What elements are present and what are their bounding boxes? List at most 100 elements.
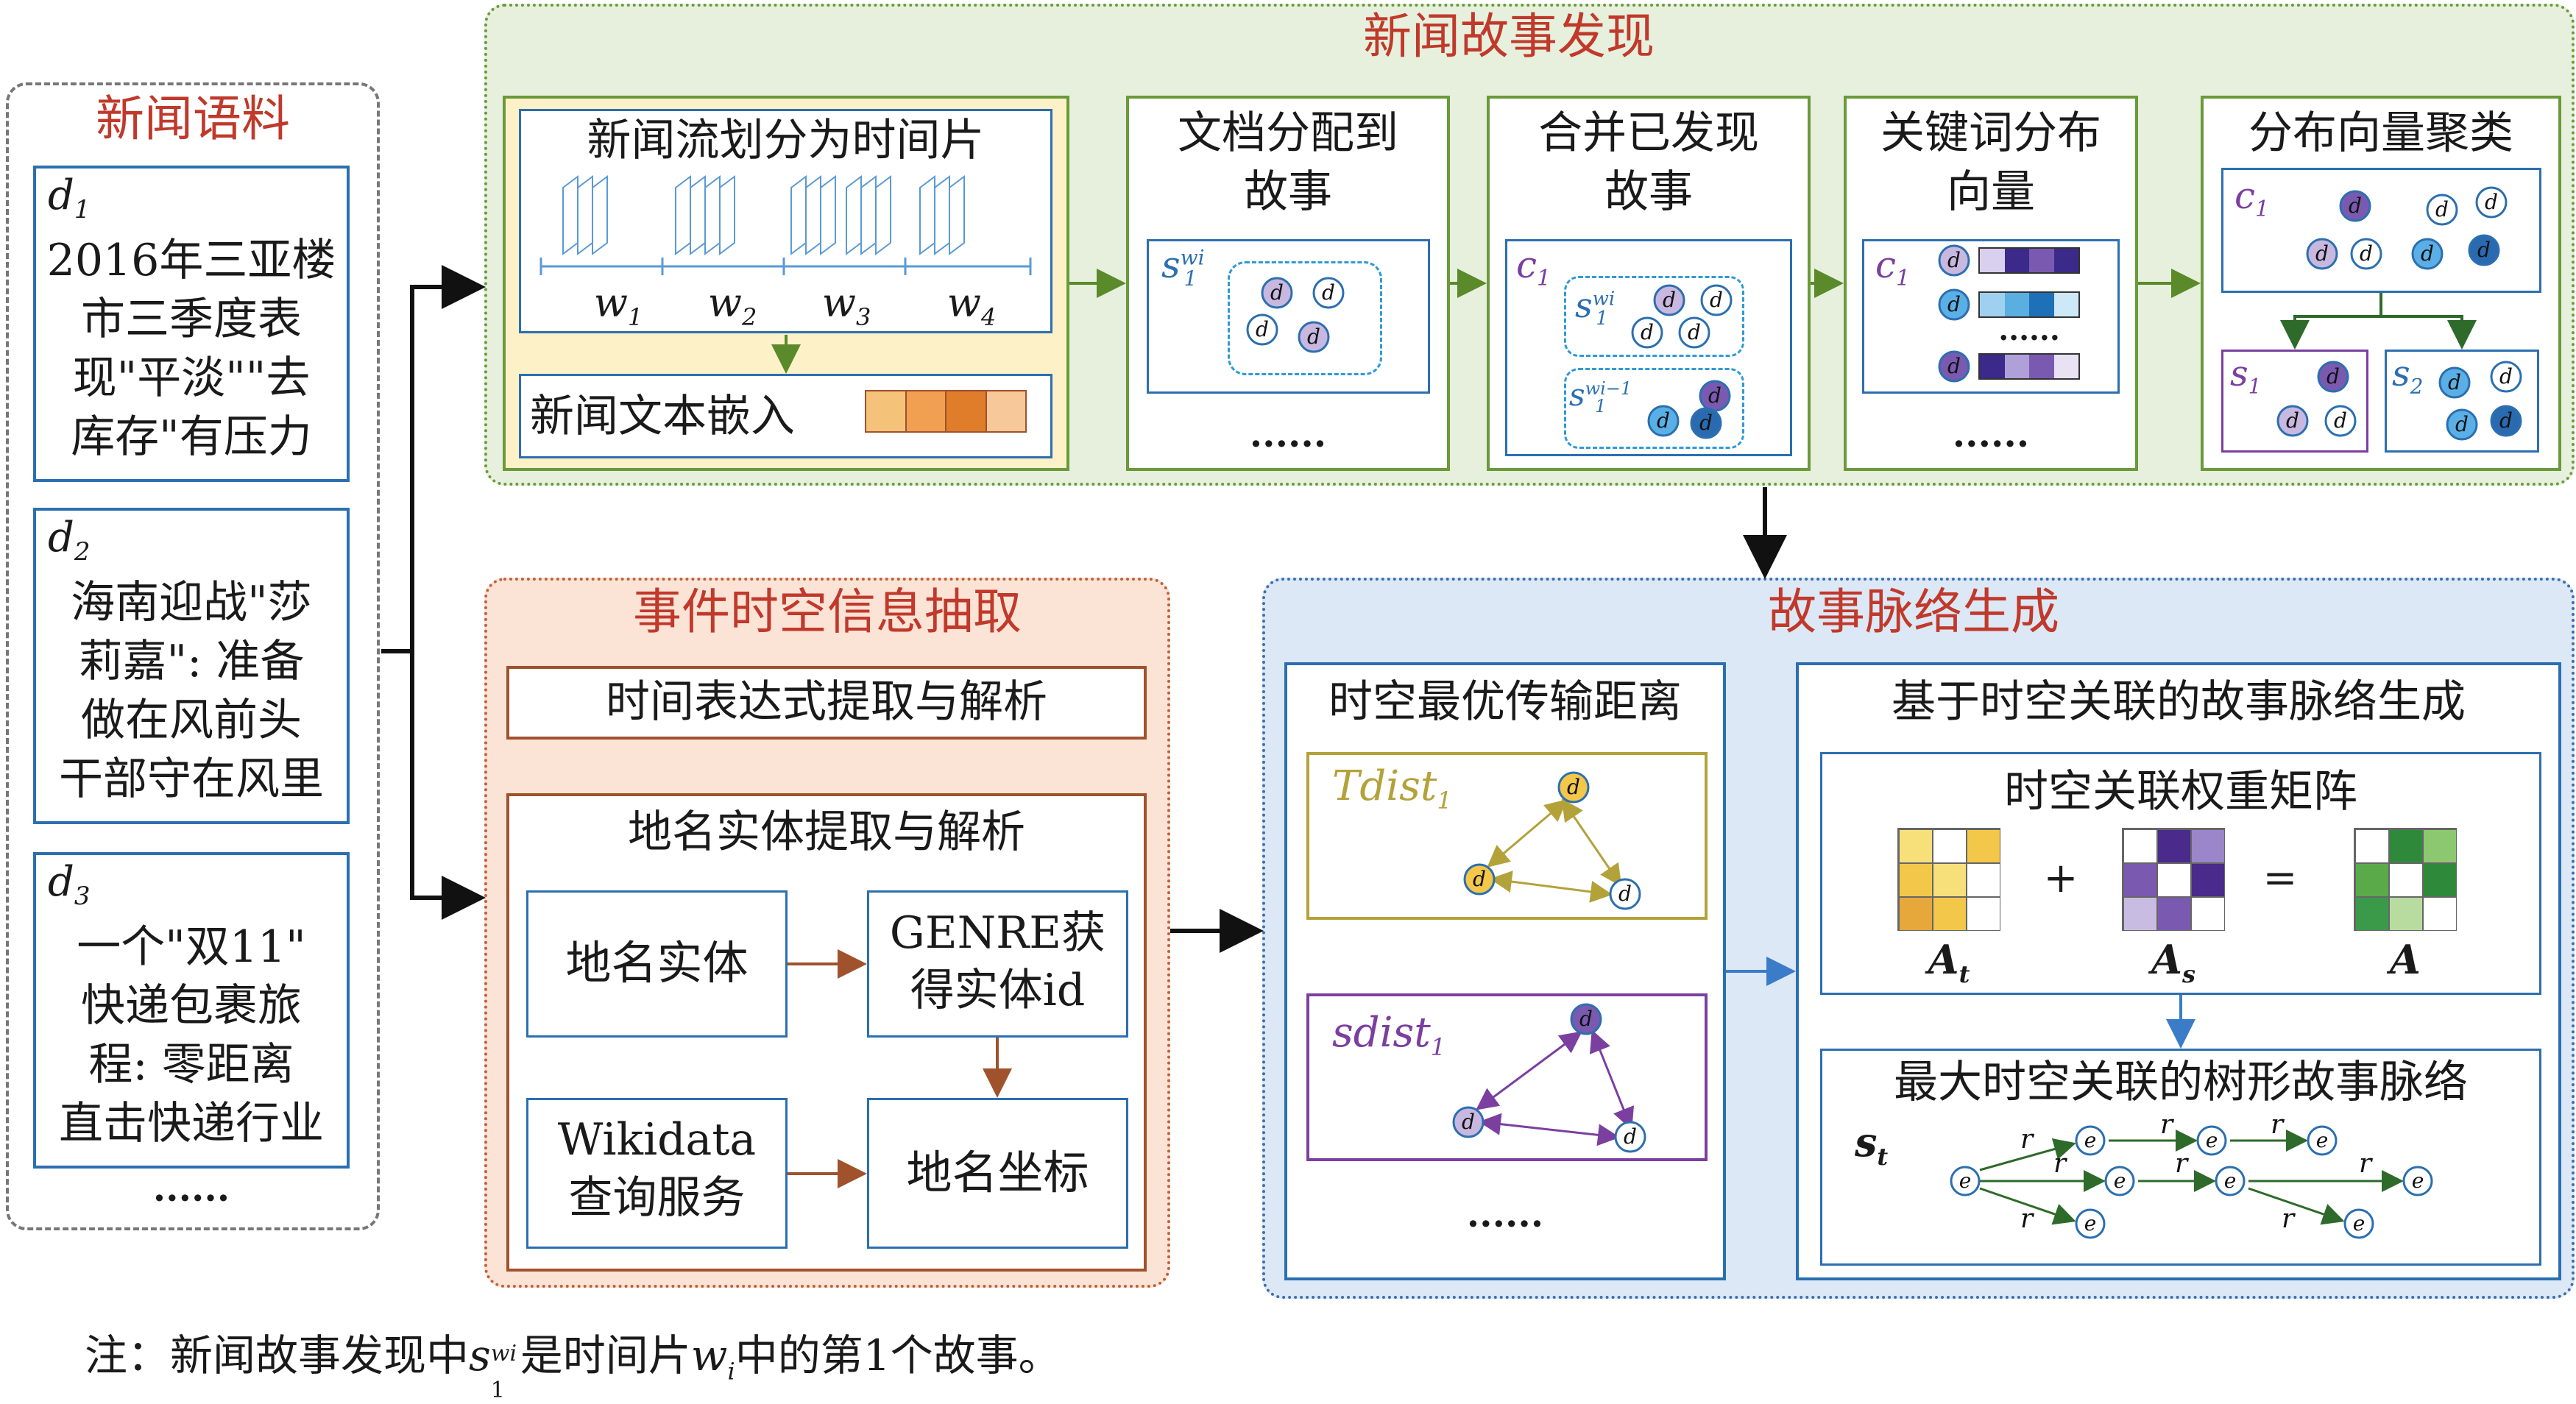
wikidata-label-2: 查询服务: [568, 1172, 746, 1224]
doc-2-line-2: 莉嘉": 准备: [78, 636, 305, 687]
tree-st-label: st: [1855, 1118, 1889, 1171]
subcluster-s1-label: s1: [2230, 353, 2262, 399]
genre-box: [867, 890, 1128, 1038]
embed-vector: [865, 390, 1027, 433]
tdist-box: [1306, 752, 1708, 920]
doc-3-line-3: 程: 零距离: [88, 1039, 294, 1091]
entity-box: [526, 890, 788, 1038]
doc-2-id: d2: [48, 514, 91, 567]
step4-title-2: 向量: [1947, 166, 2035, 218]
doc-card-1: [33, 166, 350, 482]
keyword-vector-3: [1978, 353, 2080, 380]
doc-2-line-3: 做在风前头: [81, 695, 302, 746]
doc-1-line-2: 市三季度表: [81, 294, 302, 345]
embed-label: 新闻文本嵌入: [530, 391, 795, 442]
place-title: 地名实体提取与解析: [628, 806, 1025, 858]
window-w3: w3: [821, 280, 871, 331]
merge-box: [1505, 239, 1792, 456]
discovery-title: 新闻故事发现: [1363, 8, 1655, 65]
corpus-title: 新闻语料: [96, 91, 290, 147]
A-label: A: [2390, 936, 2421, 983]
step4-box: [1844, 96, 2138, 471]
vector-box: [1862, 239, 2120, 394]
ot-title: 时空最优传输距离: [1328, 676, 1682, 728]
step2-title-2: 故事: [1244, 166, 1332, 218]
merge-story-1-label: swi1: [1575, 286, 1616, 330]
matrix-A: [2354, 828, 2457, 931]
matrix-title: 时空关联权重矩阵: [2004, 766, 2357, 818]
sdist-label: sdist1: [1332, 1009, 1446, 1062]
wikidata-label-1: Wikidata: [557, 1114, 757, 1166]
window-w4: w4: [946, 280, 997, 331]
doc-1-line-1: 2016年三亚楼: [46, 235, 336, 286]
time-box: [506, 666, 1147, 740]
place-box: [506, 793, 1147, 1272]
subcluster-s2-label: s2: [2392, 353, 2424, 399]
genre-label-2: 得实体id: [910, 965, 1086, 1016]
window-w1: w1: [593, 280, 643, 331]
story-box: [1147, 239, 1430, 394]
matrix-At: [1897, 828, 2000, 931]
corpus-branch-arrows: [381, 265, 486, 920]
doc-3-line-1: 一个"双11": [77, 921, 306, 973]
step3-title-2: 故事: [1604, 166, 1693, 218]
window-w2: w2: [707, 280, 757, 331]
tdist-label: Tdist1: [1332, 762, 1452, 815]
ot-more: ......: [1466, 1192, 1544, 1235]
merge-cluster-label: c1: [1516, 244, 1551, 291]
step4-title-1: 关键词分布: [1880, 107, 2101, 159]
doc-1-line-4: 库存"有压力: [71, 411, 312, 463]
matrix-box: [1820, 752, 2541, 995]
step2-title-1: 文档分配到: [1178, 107, 1398, 159]
tree-box: [1820, 1049, 2541, 1266]
step5-title: 分布向量聚类: [2248, 107, 2513, 159]
step4-more: ......: [1952, 412, 2030, 455]
cluster-box: [2221, 168, 2541, 293]
merge-story-1: [1564, 276, 1744, 357]
step1-title: 新闻流划分为时间片: [587, 115, 985, 166]
vector-cluster-label: c1: [1875, 244, 1911, 291]
sdist-box: [1306, 993, 1708, 1161]
step3-title-1: 合并已发现: [1538, 107, 1759, 159]
plus-sign: +: [2043, 854, 2078, 902]
doc-2-line-1: 海南迎战"莎: [71, 577, 312, 628]
doc-3-line-2: 快递包裹旅: [81, 980, 302, 1032]
ot-box: [1284, 662, 1726, 1280]
genre-label-1: GENRE获: [889, 907, 1106, 959]
subcluster-s2: [2385, 350, 2539, 453]
At-label: At: [1928, 936, 1970, 988]
keyword-vector-1: [1978, 247, 2080, 274]
corpus-panel: [6, 82, 380, 1230]
doc-card-2: [33, 508, 350, 824]
coords-label: 地名坐标: [906, 1146, 1089, 1199]
story-label: swi1: [1161, 244, 1205, 291]
doc-card-3: [33, 852, 350, 1169]
cluster-label: c1: [2234, 174, 2270, 222]
coords-box: [867, 1098, 1128, 1249]
doc-3-id: d3: [48, 858, 91, 912]
matrix-As: [2122, 828, 2225, 931]
equals-sign: =: [2262, 854, 2298, 902]
merge-story-2-label: swi−11: [1569, 377, 1632, 417]
corpus-more: ......: [152, 1166, 230, 1210]
doc-1-id: d1: [48, 171, 91, 225]
vector-dots: ......: [1998, 313, 2060, 347]
doc-1-line-3: 现"平淡""去: [72, 352, 311, 404]
doc-3-line-4: 直击快递行业: [59, 1098, 324, 1149]
keyword-vector-2: [1978, 291, 2080, 318]
relation-title: 基于时空关联的故事脉络生成: [1892, 676, 2466, 728]
subcluster-s1: [2221, 350, 2368, 453]
relation-box: [1796, 662, 2561, 1280]
As-label: As: [2151, 936, 2195, 988]
time-box-label: 时间表达式提取与解析: [606, 676, 1047, 728]
entity-label: 地名实体: [565, 936, 749, 990]
doc-2-line-4: 干部守在风里: [59, 754, 324, 805]
tree-title: 最大时空关联的树形故事脉络: [1894, 1057, 2468, 1108]
step2-more: ......: [1249, 412, 1327, 455]
generation-title: 故事脉络生成: [1768, 584, 2059, 640]
story-cluster: [1228, 261, 1382, 375]
wikidata-box: [526, 1098, 788, 1249]
extraction-title: 事件时空信息抽取: [633, 584, 1022, 640]
merge-story-2: [1564, 368, 1744, 449]
